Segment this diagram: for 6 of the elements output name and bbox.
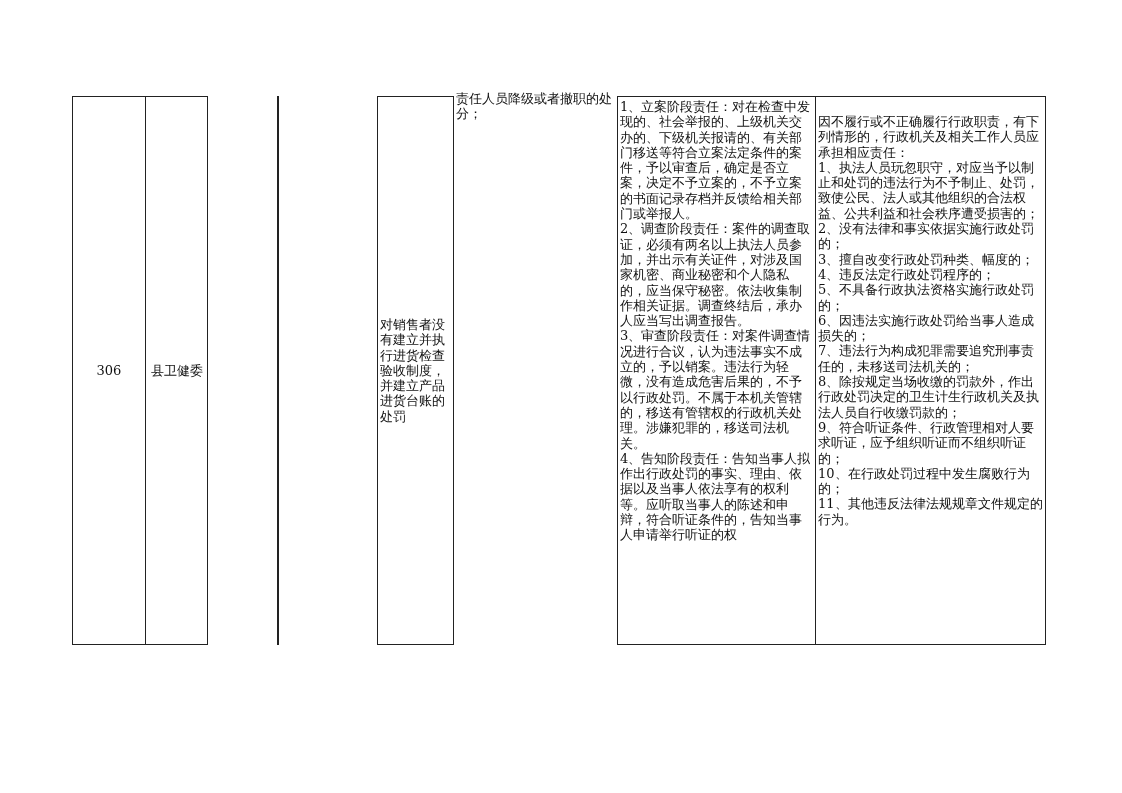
table-cell: 因不履行或不正确履行行政职责，有下列情形的，行政机关及相关工作人员应承担相应责任： 1、执法人员玩忽职守，对应当予以制止和处罚的违法行为不予制止、处罚，致使公民、法人或其他组织的合法权益、公共利益和社会秩序遭受损害的； 2、没有法律和事实依据实施行政处罚的； 3、擅自改变行政处罚种类、幅度的； 4、违反法定行政处罚程序的； 5、不具备行政执法资格实施行政处罚的； 6、因违法实施行政处罚给当事人造成损失的； 7、违法行为构成犯罪需要追究刑事责任的，未移送司法机关的； 8、除按规定当场收缴的罚款外，作出行政处罚决定的卫生计生行政机关及执法人员自行收缴罚款的； 9、符合听证条件、行政管理相对人要求听证，应予组织听证而不组织听证的； 10、在行政处罚过程中发生腐败行为的； 11、其他违反法律法规规章文件规定的行为。 — [815, 96, 1046, 645]
table-cell: 306 — [72, 96, 146, 645]
cell-text: 责任人员降级或者撤职的处分； — [455, 90, 613, 124]
table-cell: 县卫健委 — [145, 96, 208, 645]
table-cell: 对销售者没有建立并执行进货检查验收制度，并建立产品进货台账的处罚 — [377, 96, 454, 645]
table-cell: 1、立案阶段责任：对在检查中发现的、社会举报的、上级机关交办的、下级机关报请的、有关部门移送等符合立案法定条件的案件，予以审查后，确定是否立案，决定不予立案的，不予立案的书面记录存档并反馈给相关部门或举报人。 2、调查阶段责任：案件的调查取证，必须有两名以上执法人员参加，并出示有关证件，对涉及国家机密、商业秘密和个人隐私的，应当保守秘密。依法收集制作相关证据。调查终结后，承办人应当写出调查报告。 3、审查阶段责任：对案件调查情况进行合议，认为违法事实不成立的，予以销案。违法行为轻微，没有造成危害后果的，不予以行政处罚。不属于本机关管辖的，移送有管辖权的行政机关处理。涉嫌犯罪的，移送司法机关。 4、告知阶段责任：告知当事人拟作出行政处罚的事实、理由、依据以及当事人依法享有的权利等。应听取当事人的陈述和申辩，符合听证条件的，告知当事人申请举行听证的权 — [617, 96, 816, 645]
